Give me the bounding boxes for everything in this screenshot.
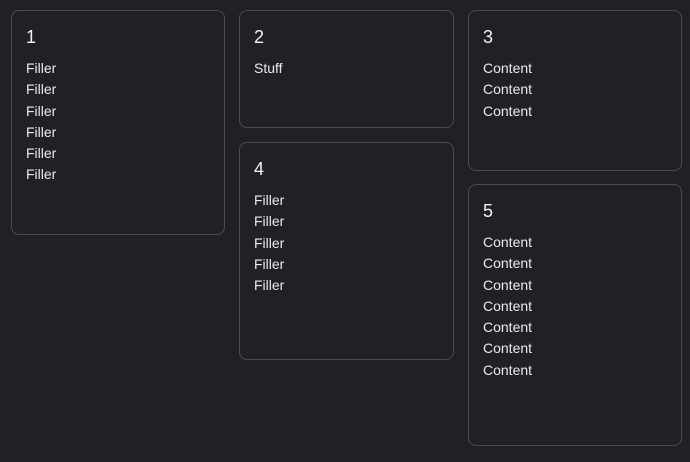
card-line: Content [483,297,533,314]
card-title: 1 [26,27,37,47]
card-title: 3 [483,27,494,47]
card-line: Content [483,276,533,293]
card-line: Filler [26,60,57,76]
card-line: Content [483,60,533,76]
card-line: Content [483,340,533,357]
card-2: 2 Stuff [239,10,454,128]
card-line: Content [483,234,533,250]
card-title: 5 [483,201,494,221]
card-line: Content [483,81,533,98]
card-line: Filler [254,213,285,230]
card-3: 3 Content Content Content [468,10,682,171]
card-1: 1 Filler Filler Filler Filler Filler Fil… [11,10,225,235]
card-line: Filler [254,277,285,294]
card-line: Filler [26,102,57,119]
card-4: 4 Filler Filler Filler Filler Filler [239,142,454,360]
card-line: Filler [26,81,57,98]
card-line: Content [483,102,533,119]
card-title: 2 [254,27,265,47]
card-line: Content [483,319,533,336]
card-line: Filler [254,234,285,251]
card-line: Filler [26,166,57,183]
card-line: Stuff [254,60,283,76]
card-line: Filler [254,255,285,272]
card-line: Content [483,361,533,378]
card-line: Filler [26,123,57,140]
card-line: Filler [26,145,57,162]
card-5: 5 Content Content Content Content Conten… [468,184,682,446]
card-line: Content [483,255,533,272]
card-line: Filler [254,192,285,208]
card-title: 4 [254,159,265,179]
